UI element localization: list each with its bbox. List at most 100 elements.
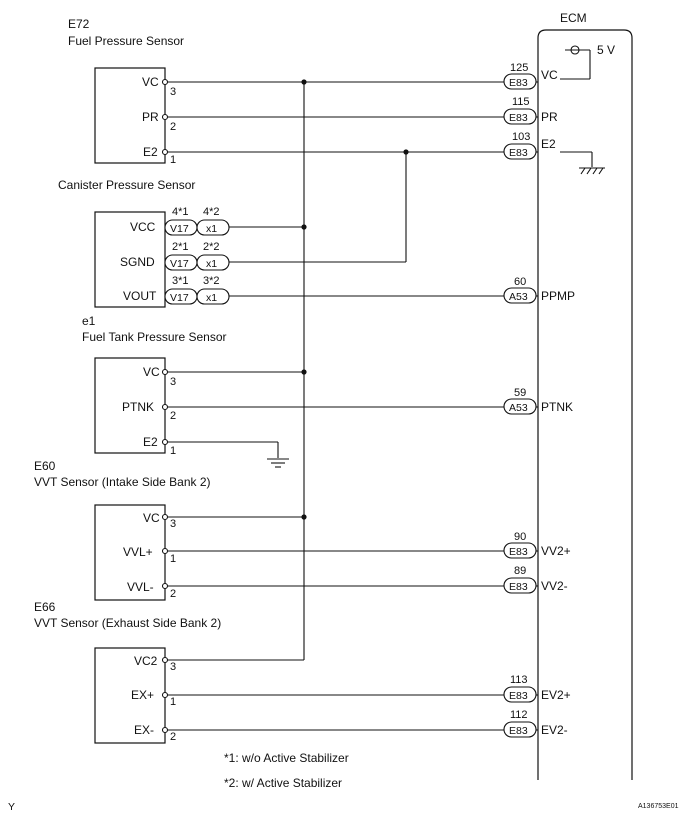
footer-right: A136753E01: [638, 803, 679, 810]
supply-label: 5 V: [597, 43, 615, 57]
pin-label-ex-plus: EX+: [131, 688, 154, 702]
connector-e83: [503, 143, 537, 160]
ecm-pin-label: PTNK: [541, 400, 573, 414]
pin-num: 3: [170, 518, 176, 530]
pin-label-pr: PR: [142, 110, 159, 124]
footer-left: Y: [8, 801, 15, 813]
pin-label-vc2: VC2: [134, 654, 158, 668]
connector-label: E83: [509, 690, 528, 702]
splice-dot: [301, 224, 307, 230]
sensor-name-vvt-intake: VVT Sensor (Intake Side Bank 2): [34, 475, 211, 489]
connector-e83: [503, 686, 537, 703]
pin-label-vvl-minus: VVL-: [127, 580, 154, 594]
pin-label-vc: VC: [142, 75, 159, 89]
note-2: *2: w/ Active Stabilizer: [224, 776, 342, 790]
connector-label: E83: [509, 581, 528, 593]
svg-text:3*1: 3*1: [172, 275, 189, 287]
pin-label-ex-minus: EX-: [134, 723, 154, 737]
connector-label: E83: [509, 77, 528, 89]
ecm-pin-number: 59: [514, 387, 526, 399]
connector-e83: [503, 542, 537, 559]
pin-label-vvl-plus: VVL+: [123, 545, 153, 559]
svg-text:V17: V17: [170, 258, 189, 270]
connector-label: E83: [509, 147, 528, 159]
inline-connectors-sgnd: 2*1 2*2 V17 x1: [164, 241, 230, 271]
note-1: *1: w/o Active Stabilizer: [224, 751, 349, 765]
connector-e83: [503, 577, 537, 594]
pin-num: 2: [170, 731, 176, 743]
svg-text:V17: V17: [170, 223, 189, 235]
connector-label: A53: [509, 402, 528, 414]
svg-text:2*2: 2*2: [203, 241, 220, 253]
pin-label-vc: VC: [143, 365, 160, 379]
inline-connectors-vout: 3*1 3*2 V17 x1: [164, 275, 230, 305]
pin-num: 1: [170, 445, 176, 457]
svg-text:x1: x1: [206, 292, 217, 304]
ecm-pin-number: 89: [514, 565, 526, 577]
ground-symbol-sensor: [267, 458, 289, 468]
pin-label-sgnd: SGND: [120, 255, 155, 269]
canister-pressure-sensor-box: [94, 211, 166, 308]
connector-e83: [503, 721, 537, 738]
pin-label-ptnk: PTNK: [122, 400, 154, 414]
ecm-pin-label: VV2+: [541, 544, 571, 558]
sensor-name-fuel-tank-pressure: Fuel Tank Pressure Sensor: [82, 330, 227, 344]
connector-label: E83: [509, 112, 528, 124]
sensor-code-e72: E72: [68, 17, 90, 31]
ecm-pin-number: 112: [510, 709, 528, 721]
vvt-intake-sensor-box: [94, 504, 166, 601]
pin-label-e2: E2: [143, 145, 158, 159]
sensor-name-canister-pressure: Canister Pressure Sensor: [58, 178, 195, 192]
connector-a53: [503, 287, 537, 304]
pin-num: 3: [170, 661, 176, 673]
ecm-outline: [537, 29, 633, 780]
sensor-code-e1: e1: [82, 314, 96, 328]
pin-num: 2: [170, 410, 176, 422]
ecm-pin-number: 60: [514, 276, 526, 288]
splice-dot: [301, 369, 307, 375]
pin-num: 1: [170, 154, 176, 166]
ecm-pin-number: 125: [510, 62, 528, 74]
svg-text:x1: x1: [206, 258, 217, 270]
pin-num: 2: [170, 588, 176, 600]
splice-dot: [403, 149, 409, 155]
pin-num: 3: [170, 376, 176, 388]
svg-text:x1: x1: [206, 223, 217, 235]
ecm-pin-number: 90: [514, 531, 526, 543]
connector-e83: [503, 108, 537, 125]
connector-label: E83: [509, 546, 528, 558]
inline-connectors-vcc: 4*1 4*2 V17 x1: [164, 206, 230, 236]
svg-text:3*2: 3*2: [203, 275, 220, 287]
sensor-name-fuel-pressure: Fuel Pressure Sensor: [68, 34, 184, 48]
ecm-pin-label: EV2-: [541, 723, 568, 737]
splice-dot: [301, 514, 307, 520]
ecm-pin-label: PPMP: [541, 289, 575, 303]
pin-num: 1: [170, 696, 176, 708]
sensor-code-e60: E60: [34, 459, 56, 473]
pin-label-vout: VOUT: [123, 289, 157, 303]
ecm-pin-label: E2: [541, 137, 556, 151]
pin-num: 3: [170, 86, 176, 98]
ecm-pin-label: PR: [541, 110, 558, 124]
pin-num: 1: [170, 553, 176, 565]
ecm-pin-label: EV2+: [541, 688, 571, 702]
splice-dot: [301, 79, 307, 85]
connector-label: A53: [509, 291, 528, 303]
svg-text:4*2: 4*2: [203, 206, 220, 218]
pin-num: 2: [170, 121, 176, 133]
connector-label: E83: [509, 725, 528, 737]
connector-e83: [503, 73, 537, 90]
ecm-pin-label: VV2-: [541, 579, 568, 593]
ecm-pin-label: VC: [541, 68, 558, 82]
fuel-pressure-sensor-box: [94, 67, 166, 164]
connector-a53: [503, 398, 537, 415]
ecm-pin-number: 115: [512, 96, 530, 108]
ecm-pin-number: 103: [512, 131, 530, 143]
pin-label-vc: VC: [143, 511, 160, 525]
svg-text:V17: V17: [170, 292, 189, 304]
ground-symbol-ecm: [579, 167, 605, 175]
sensor-name-vvt-exhaust: VVT Sensor (Exhaust Side Bank 2): [34, 616, 221, 630]
ecm-title: ECM: [560, 11, 587, 25]
svg-text:2*1: 2*1: [172, 241, 189, 253]
